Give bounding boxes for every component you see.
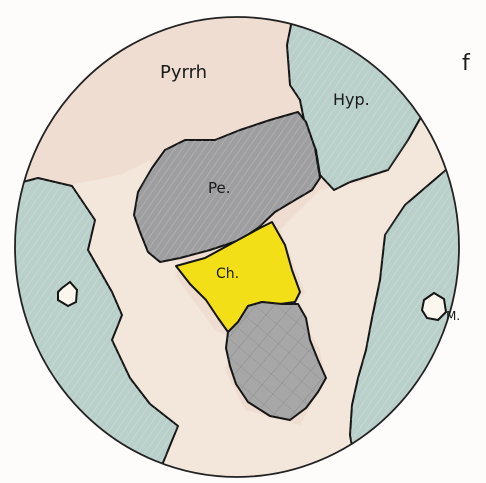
label-pe: Pe. xyxy=(208,179,231,197)
label-pyrrh: Pyrrh xyxy=(160,62,207,83)
label-hyp: Hyp. xyxy=(333,90,370,109)
corner-mark: f xyxy=(462,51,471,76)
label-om: M. xyxy=(446,309,460,323)
label-ch: Ch. xyxy=(216,266,239,282)
